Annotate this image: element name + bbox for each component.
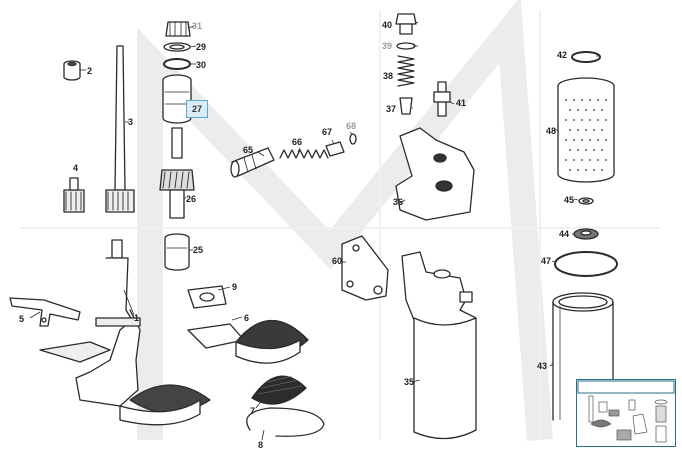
callout-29[interactable]: 29: [196, 42, 207, 52]
part-67-piston[interactable]: [325, 141, 345, 157]
callout-25[interactable]: 25: [193, 245, 204, 255]
part-66-spring[interactable]: [279, 149, 329, 159]
thumbnail-viewport: [577, 380, 675, 394]
callout-42[interactable]: 42: [557, 50, 568, 60]
callout-68[interactable]: 68: [346, 121, 357, 131]
callout-40[interactable]: 40: [382, 20, 393, 30]
leader-lines: [29, 21, 600, 441]
part-5-bracket[interactable]: [9, 297, 81, 327]
part-1-oil-pump[interactable]: [39, 239, 141, 407]
callout-65[interactable]: 65: [243, 145, 254, 155]
callout-36[interactable]: 36: [393, 197, 404, 207]
callout-41[interactable]: 41: [456, 98, 467, 108]
callout-6[interactable]: 6: [244, 313, 250, 323]
callout-43[interactable]: 43: [537, 361, 548, 371]
part-60-gasket[interactable]: [341, 235, 389, 301]
part-36-filter-head[interactable]: [395, 127, 475, 221]
callout-38[interactable]: 38: [383, 71, 394, 81]
part-48-filter-element[interactable]: [557, 77, 615, 183]
callout-2[interactable]: 2: [87, 66, 93, 76]
part-37-valve[interactable]: [399, 97, 413, 115]
callout-7[interactable]: 7: [250, 406, 256, 416]
part-3-shaft[interactable]: [105, 45, 135, 213]
part-30-ring[interactable]: [163, 58, 191, 70]
callout-48[interactable]: 48: [546, 126, 557, 136]
part-26-pinion-shaft[interactable]: [159, 127, 195, 219]
callout-60[interactable]: 60: [332, 256, 343, 266]
callout-27-selected[interactable]: 27: [186, 100, 209, 118]
part-42-ring[interactable]: [571, 51, 601, 63]
filter-perforation: [565, 99, 607, 171]
part-29-washer[interactable]: [163, 42, 191, 52]
callout-35[interactable]: 35: [404, 377, 415, 387]
part-38-spring[interactable]: [397, 55, 415, 87]
part-43-canister-shell[interactable]: [552, 292, 614, 421]
callout-45[interactable]: 45: [564, 195, 575, 205]
part-31-plug[interactable]: [165, 21, 191, 37]
callout-31[interactable]: 31: [192, 21, 203, 31]
callout-67[interactable]: 67: [322, 127, 333, 137]
callout-30[interactable]: 30: [196, 60, 207, 70]
callout-47[interactable]: 47: [541, 256, 552, 266]
part-27-housing[interactable]: [162, 74, 192, 124]
overview-thumbnail[interactable]: [576, 379, 676, 447]
part-65-valve-body[interactable]: [230, 147, 275, 178]
part-45-washer[interactable]: [578, 197, 594, 205]
part-2-bushing[interactable]: [63, 60, 81, 81]
callout-37[interactable]: 37: [386, 104, 397, 114]
part-8-clip[interactable]: [246, 407, 325, 437]
callout-44[interactable]: 44: [559, 229, 570, 239]
part-6-strainer[interactable]: [187, 319, 309, 364]
callout-4[interactable]: 4: [73, 163, 79, 173]
part-44-nut[interactable]: [573, 228, 599, 240]
callout-39[interactable]: 39: [382, 41, 393, 51]
callout-8[interactable]: 8: [258, 440, 264, 450]
part-40-plug[interactable]: [395, 13, 417, 35]
part-7-screen[interactable]: [251, 375, 307, 405]
callout-9[interactable]: 9: [232, 282, 238, 292]
oil-strainer[interactable]: [119, 384, 211, 426]
part-25-coupling[interactable]: [164, 233, 190, 271]
part-68-ring[interactable]: [349, 133, 357, 145]
callout-1[interactable]: 1: [134, 313, 140, 323]
part-9-gasket[interactable]: [187, 285, 227, 309]
part-39-washer[interactable]: [396, 42, 416, 50]
part-35-filter-canister[interactable]: [401, 251, 477, 440]
part-41-union[interactable]: [433, 81, 451, 117]
callout-5[interactable]: 5: [19, 314, 25, 324]
part-4-gear[interactable]: [63, 177, 85, 213]
callout-3[interactable]: 3: [128, 117, 134, 127]
callout-26[interactable]: 26: [186, 194, 197, 204]
watermark: [137, 0, 553, 441]
part-47-seal-ring[interactable]: [554, 251, 618, 277]
callout-66[interactable]: 66: [292, 137, 303, 147]
thumbnail-drawing: [577, 380, 675, 443]
